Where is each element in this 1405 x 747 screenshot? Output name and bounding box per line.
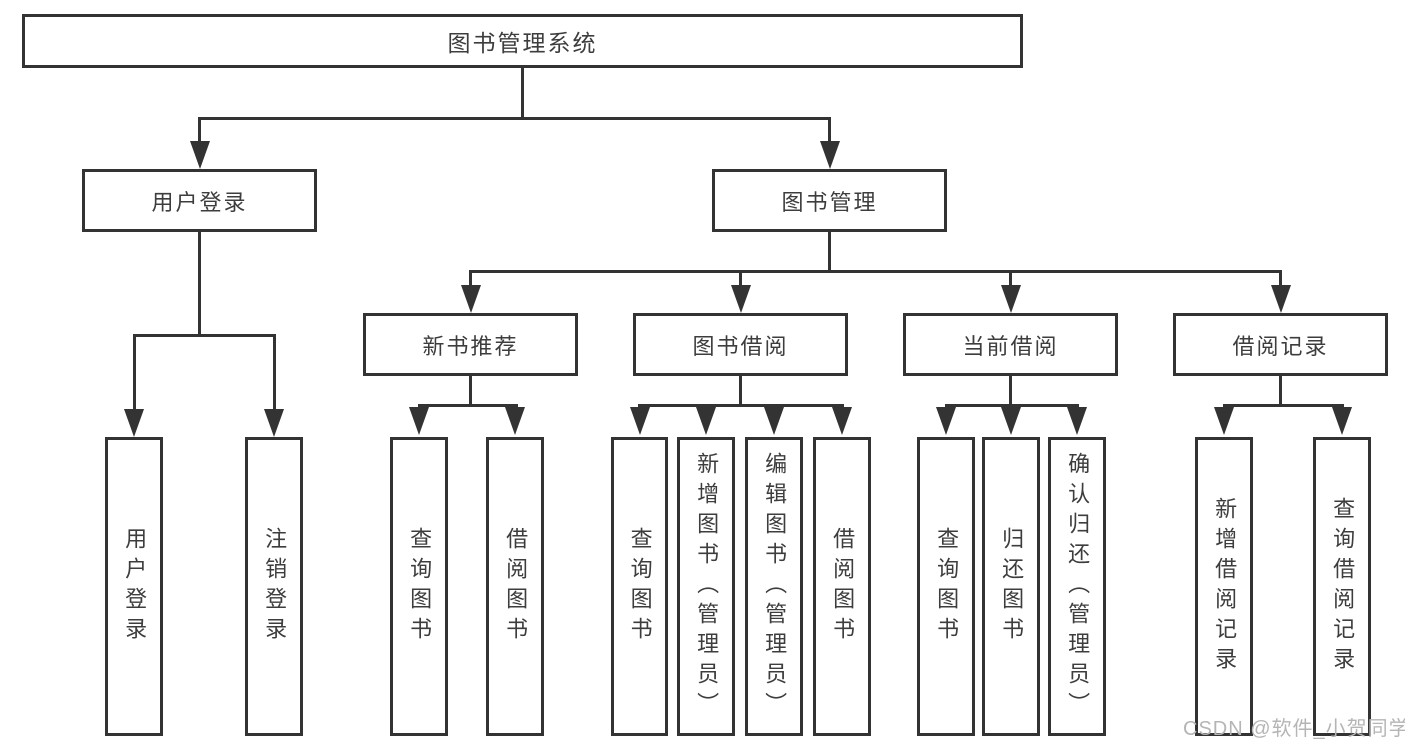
arrow-down-icon — [124, 409, 144, 437]
connector-line — [739, 272, 742, 287]
node-label: 用户登录 — [151, 189, 248, 215]
arrow-down-icon — [189, 141, 210, 169]
connector-line — [521, 68, 524, 119]
leaf-edit-books-admin: 编辑图书（管理员） — [745, 437, 803, 736]
arrow-down-icon — [505, 407, 525, 435]
leaf-borrow-books: 借阅图书 — [813, 437, 871, 736]
node-borrowing-records: 借阅记录 — [1173, 313, 1388, 376]
leaf-query-books-recommend: 查询图书 — [390, 437, 448, 736]
leaf-add-borrowing-record: 新增借阅记录 — [1195, 437, 1253, 736]
connector-line — [469, 270, 1282, 273]
leaf-label: 查询图书 — [627, 526, 653, 647]
leaf-label: 确认归还（管理员） — [1065, 451, 1091, 722]
node-book-borrowing: 图书借阅 — [633, 313, 848, 376]
connector-line — [739, 376, 742, 406]
node-user-login: 用户登录 — [82, 169, 317, 232]
connector-line — [1009, 376, 1012, 406]
leaf-return-books: 归还图书 — [982, 437, 1040, 736]
connector-line — [944, 404, 1079, 407]
leaf-query-books-borrowing: 查询图书 — [611, 437, 668, 736]
arrow-down-icon — [832, 407, 852, 435]
node-label: 图书管理 — [781, 189, 878, 215]
leaf-label: 查询借阅记录 — [1330, 496, 1356, 677]
arrow-down-icon — [819, 141, 840, 169]
leaf-label: 借阅图书 — [503, 526, 529, 647]
arrow-down-icon — [730, 285, 751, 313]
node-label: 新书推荐 — [422, 333, 519, 359]
arrow-down-icon — [1214, 407, 1234, 435]
connector-line — [828, 231, 831, 272]
arrow-down-icon — [936, 407, 956, 435]
connector-line — [198, 119, 201, 143]
arrow-down-icon — [1000, 285, 1021, 313]
leaf-query-borrowing-record: 查询借阅记录 — [1313, 437, 1371, 736]
connector-line — [638, 404, 844, 407]
arrow-down-icon — [409, 407, 429, 435]
leaf-user-login: 用户登录 — [105, 437, 163, 736]
node-label: 借阅记录 — [1232, 333, 1329, 359]
node-label: 图书管理系统 — [447, 30, 598, 56]
node-label: 图书借阅 — [692, 333, 789, 359]
leaf-query-books-current: 查询图书 — [917, 437, 975, 736]
node-library-management-system: 图书管理系统 — [22, 14, 1023, 68]
node-book-management: 图书管理 — [712, 169, 947, 232]
arrow-down-icon — [1270, 285, 1291, 313]
leaf-borrow-books-recommend: 借阅图书 — [486, 437, 544, 736]
leaf-label: 借阅图书 — [830, 526, 856, 647]
leaf-label: 新增图书（管理员） — [694, 451, 720, 722]
arrow-down-icon — [1001, 407, 1021, 435]
connector-line — [469, 272, 472, 287]
csdn-watermark: CSDN @软件_小贺同学 — [1183, 718, 1405, 740]
connector-line — [828, 119, 831, 143]
connector-line — [198, 117, 831, 120]
connector-line — [1279, 376, 1282, 406]
leaf-add-books-admin: 新增图书（管理员） — [677, 437, 735, 736]
node-new-book-recommendation: 新书推荐 — [363, 313, 578, 376]
arrow-down-icon — [764, 407, 784, 435]
leaf-label: 编辑图书（管理员） — [762, 451, 788, 722]
leaf-label: 查询图书 — [934, 526, 960, 647]
connector-line — [132, 334, 276, 337]
leaf-label: 查询图书 — [407, 526, 433, 647]
connector-line — [272, 336, 276, 410]
leaf-confirm-return-admin: 确认归还（管理员） — [1048, 437, 1106, 736]
node-label: 当前借阅 — [962, 333, 1059, 359]
arrow-down-icon — [1067, 407, 1087, 435]
connector-line — [1009, 272, 1012, 287]
connector-line — [132, 336, 136, 410]
arrow-down-icon — [696, 407, 716, 435]
connector-line — [1222, 404, 1344, 407]
leaf-label: 归还图书 — [999, 526, 1025, 647]
connector-line — [198, 231, 201, 336]
connector-line — [469, 376, 472, 406]
arrow-down-icon — [264, 409, 284, 437]
leaf-label: 注销登录 — [262, 526, 288, 647]
arrow-down-icon — [629, 407, 650, 435]
arrow-down-icon — [1332, 407, 1352, 435]
leaf-label: 用户登录 — [122, 526, 148, 647]
node-current-borrowing: 当前借阅 — [903, 313, 1118, 376]
connector-line — [417, 404, 518, 407]
leaf-label: 新增借阅记录 — [1212, 496, 1238, 677]
arrow-down-icon — [460, 285, 481, 313]
connector-line — [1279, 272, 1282, 287]
leaf-logout: 注销登录 — [245, 437, 303, 736]
